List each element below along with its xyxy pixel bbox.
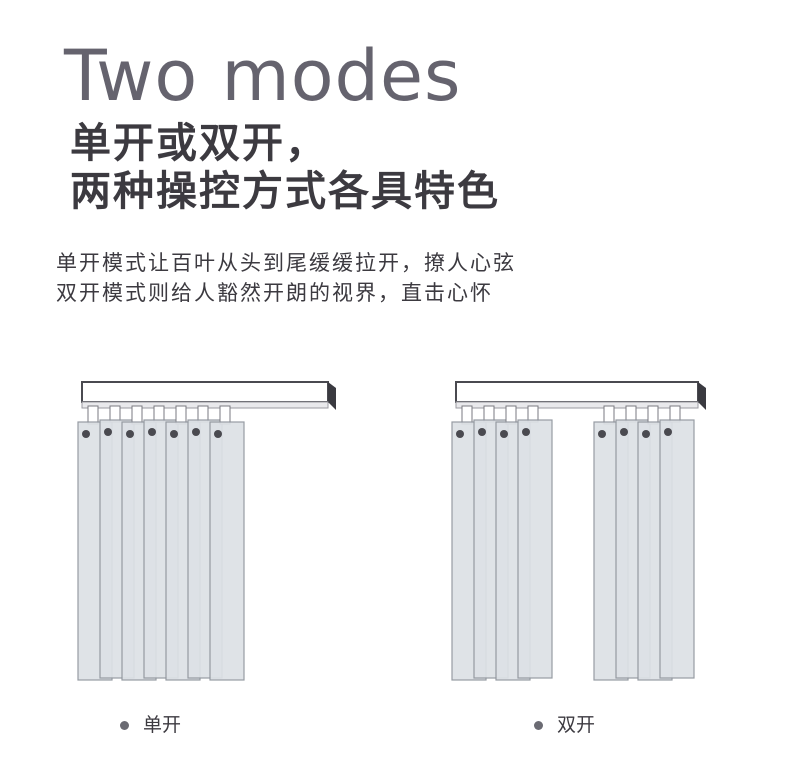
slat-weight-dot <box>642 430 650 438</box>
slat-weight-dot <box>598 430 606 438</box>
blinds-illustration <box>77 381 706 681</box>
title-english: Two modes <box>64 35 462 117</box>
slat-weight-dot <box>82 430 90 438</box>
slat-weight-dot <box>456 430 464 438</box>
description-line2: 双开模式则给人豁然开朗的视界，直击心怀 <box>56 281 493 305</box>
slat-hanger <box>219 405 231 425</box>
description-line1: 单开模式让百叶从头到尾缓缓拉开，撩人心弦 <box>56 251 516 275</box>
slat-hanger <box>505 405 517 425</box>
slat-weight-dot <box>126 430 134 438</box>
slat-hanger <box>461 405 473 425</box>
slat-hanger <box>87 405 99 425</box>
slat-weight-dot <box>500 430 508 438</box>
slat-weight-dot <box>192 428 200 436</box>
track-rail <box>455 381 699 403</box>
double-open-illustration <box>451 381 706 681</box>
title-chinese-line2: 两种操控方式各具特色 <box>70 167 500 215</box>
mode-label-double-text: 双开 <box>557 714 596 736</box>
blind-slat <box>517 419 553 679</box>
slat-hanger <box>603 405 615 425</box>
slat-hanger <box>175 405 187 425</box>
single-open-illustration <box>77 381 336 681</box>
slat-weight-dot <box>104 428 112 436</box>
slat-weight-dot <box>620 428 628 436</box>
slat-weight-dot <box>170 430 178 438</box>
bullet-dot <box>120 720 129 730</box>
mode-label-double: 双开 <box>534 712 595 738</box>
bullet-dot <box>534 720 543 730</box>
slat-weight-dot <box>664 428 672 436</box>
slat-hanger <box>131 405 143 425</box>
slat-weight-dot <box>522 428 530 436</box>
slat-weight-dot <box>148 428 156 436</box>
slat-hanger <box>647 405 659 425</box>
track-rail-end <box>698 382 706 410</box>
slat-weight-dot <box>214 430 222 438</box>
track-rail-bottom <box>455 401 699 409</box>
track-rail-end <box>328 382 336 410</box>
blind-slat <box>209 421 245 681</box>
mode-label-single: 单开 <box>120 712 181 738</box>
track-rail <box>81 381 329 403</box>
slat-weight-dot <box>478 428 486 436</box>
mode-label-single-text: 单开 <box>143 714 182 736</box>
blind-slat <box>659 419 695 679</box>
title-chinese-line1: 单开或双开， <box>70 119 328 167</box>
